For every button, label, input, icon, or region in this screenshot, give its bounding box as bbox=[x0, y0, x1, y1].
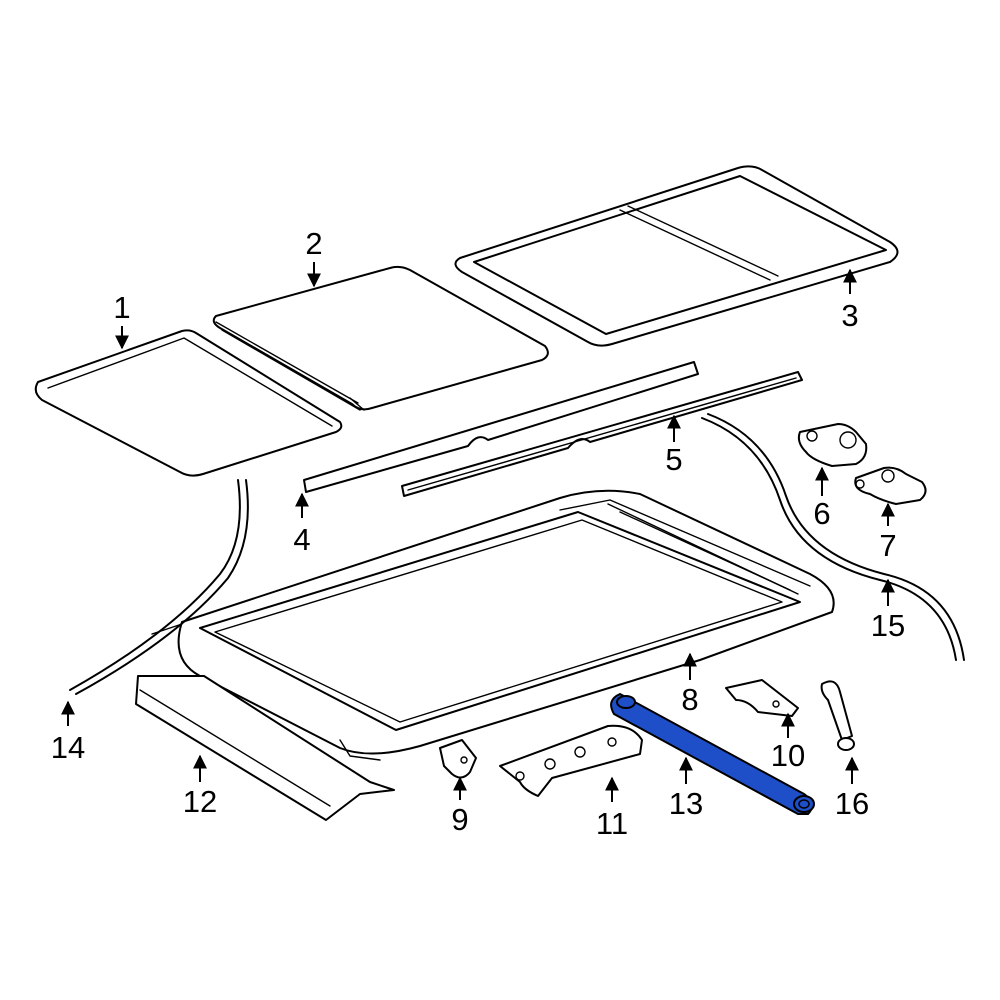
callout-3: 3 bbox=[841, 298, 858, 333]
callout-5: 5 bbox=[665, 442, 682, 477]
callout-2: 2 bbox=[305, 226, 322, 261]
callout-13: 13 bbox=[669, 786, 703, 821]
part-11-reinforcement-plate[interactable] bbox=[499, 724, 643, 797]
callout-15: 15 bbox=[871, 608, 905, 643]
part-3-glass-frame[interactable] bbox=[454, 165, 899, 347]
part-14-drain-hose-left[interactable] bbox=[69, 479, 249, 695]
callout-14: 14 bbox=[51, 730, 85, 765]
callout-1: 1 bbox=[113, 290, 130, 325]
part-10-bracket[interactable] bbox=[725, 679, 799, 717]
part-15-drain-hose-right[interactable] bbox=[701, 413, 965, 661]
callout-11: 11 bbox=[596, 806, 628, 841]
part-16-hose-fitting[interactable] bbox=[820, 680, 855, 751]
callout-6: 6 bbox=[813, 496, 830, 531]
part-5-guide-strip[interactable] bbox=[401, 371, 803, 497]
callout-labels: 1 2 3 4 5 6 7 8 9 10 11 12 13 14 15 16 bbox=[51, 226, 905, 841]
callout-10: 10 bbox=[771, 738, 805, 773]
part-12-wind-deflector[interactable] bbox=[135, 675, 395, 821]
part-4-molding-strip[interactable] bbox=[303, 361, 699, 493]
part-8-sunroof-frame[interactable] bbox=[151, 489, 835, 761]
callout-4: 4 bbox=[293, 522, 310, 557]
part-7-motor[interactable] bbox=[854, 466, 927, 505]
part-2-rear-glass-panel[interactable] bbox=[212, 265, 549, 411]
part-6-motor-bracket[interactable] bbox=[797, 423, 868, 467]
part-9-bracket[interactable] bbox=[439, 739, 477, 779]
callout-7: 7 bbox=[879, 528, 896, 563]
callout-arrows bbox=[61, 262, 895, 802]
callout-12: 12 bbox=[183, 784, 217, 819]
callout-9: 9 bbox=[451, 802, 468, 837]
callout-8: 8 bbox=[681, 682, 698, 717]
part-13-highlighted-tube[interactable] bbox=[610, 692, 815, 815]
part-1-front-glass-panel[interactable] bbox=[34, 329, 343, 477]
callout-16: 16 bbox=[835, 786, 869, 821]
